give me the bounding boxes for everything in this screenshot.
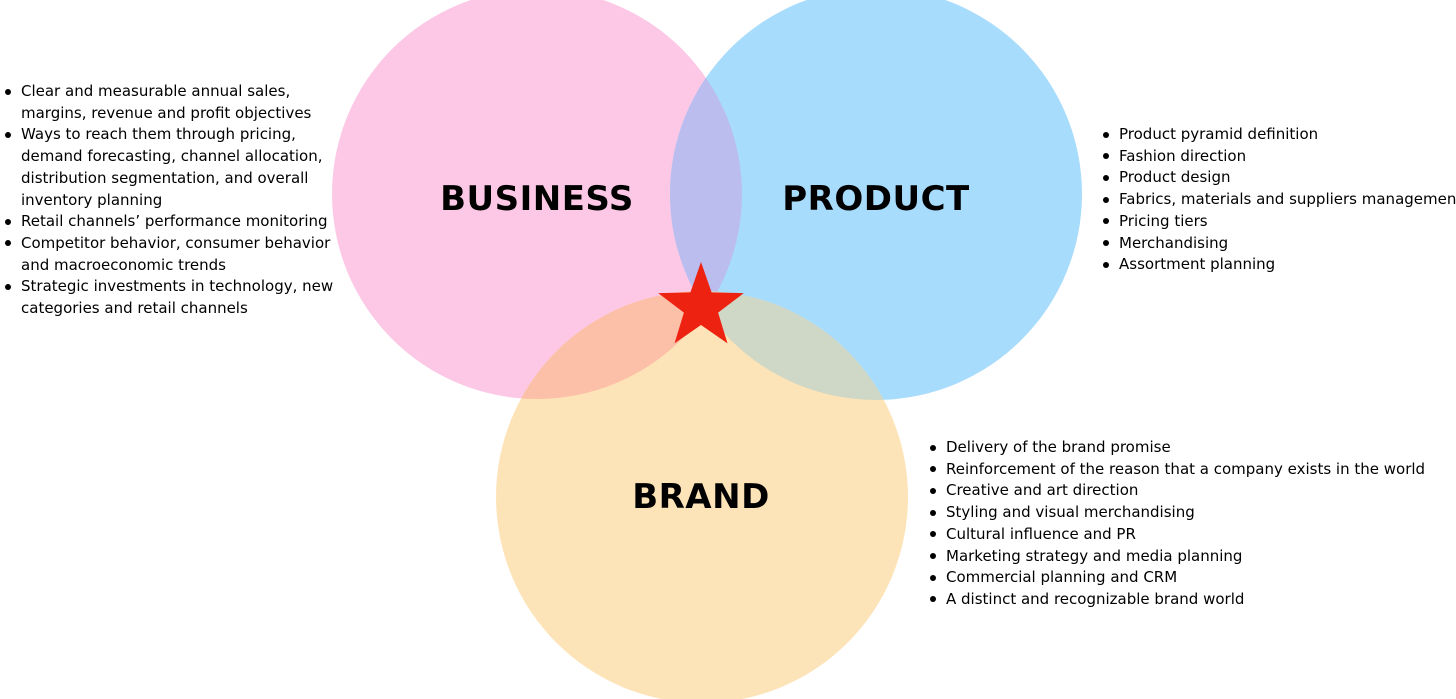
business-point-text: Ways to reach them through pricing, [21,125,296,144]
product-point: Merchandising [1102,233,1456,255]
business-point-text: Competitor behavior, consumer behavior [21,233,331,252]
brand-label: BRAND [632,477,770,517]
brand-circle [496,291,908,699]
product-circle [670,0,1082,400]
brand-points-list: Delivery of the brand promise Reinforcem… [929,437,1425,611]
brand-point: A distinct and recognizable brand world [929,589,1425,611]
business-point-text: inventory planning [21,190,163,209]
business-point-text: and macroeconomic trends [21,255,226,274]
product-point: Product design [1102,167,1456,189]
brand-point: Marketing strategy and media planning [929,546,1425,568]
business-circle [332,0,742,399]
product-point: Fashion direction [1102,146,1456,168]
business-point-text: Strategic investments in technology, new [21,277,334,296]
business-point-2: Ways to reach them through pricing, dema… [4,124,333,211]
business-point-text: Clear and measurable annual sales, [21,82,291,100]
brand-point: Styling and visual merchandising [929,502,1425,524]
product-point: Assortment planning [1102,254,1456,276]
business-point-text: distribution segmentation, and overall [21,168,309,187]
business-point-text: margins, revenue and profit objectives [21,103,312,122]
business-point-3: Retail channels’ performance monitoring [4,211,333,233]
business-point-5: Strategic investments in technology, new… [4,276,333,319]
business-point-1: Clear and measurable annual sales, margi… [4,81,333,124]
business-points-list: Clear and measurable annual sales, margi… [4,81,333,320]
business-point-text: Retail channels’ performance monitoring [21,212,328,231]
business-label: BUSINESS [440,179,634,219]
brand-point: Delivery of the brand promise [929,437,1425,459]
business-point-text: categories and retail channels [21,299,248,318]
product-points-list: Product pyramid definition Fashion direc… [1102,124,1456,276]
business-point-text: demand forecasting, channel allocation, [21,147,323,166]
product-label: PRODUCT [782,179,970,219]
brand-point: Cultural influence and PR [929,524,1425,546]
product-point: Product pyramid definition [1102,124,1456,146]
brand-point: Creative and art direction [929,480,1425,502]
brand-point: Commercial planning and CRM [929,567,1425,589]
business-point-4: Competitor behavior, consumer behavior a… [4,233,333,276]
product-point: Fabrics, materials and suppliers managem… [1102,189,1456,211]
brand-point: Reinforcement of the reason that a compa… [929,459,1425,481]
star-icon [658,262,744,344]
product-point: Pricing tiers [1102,211,1456,233]
